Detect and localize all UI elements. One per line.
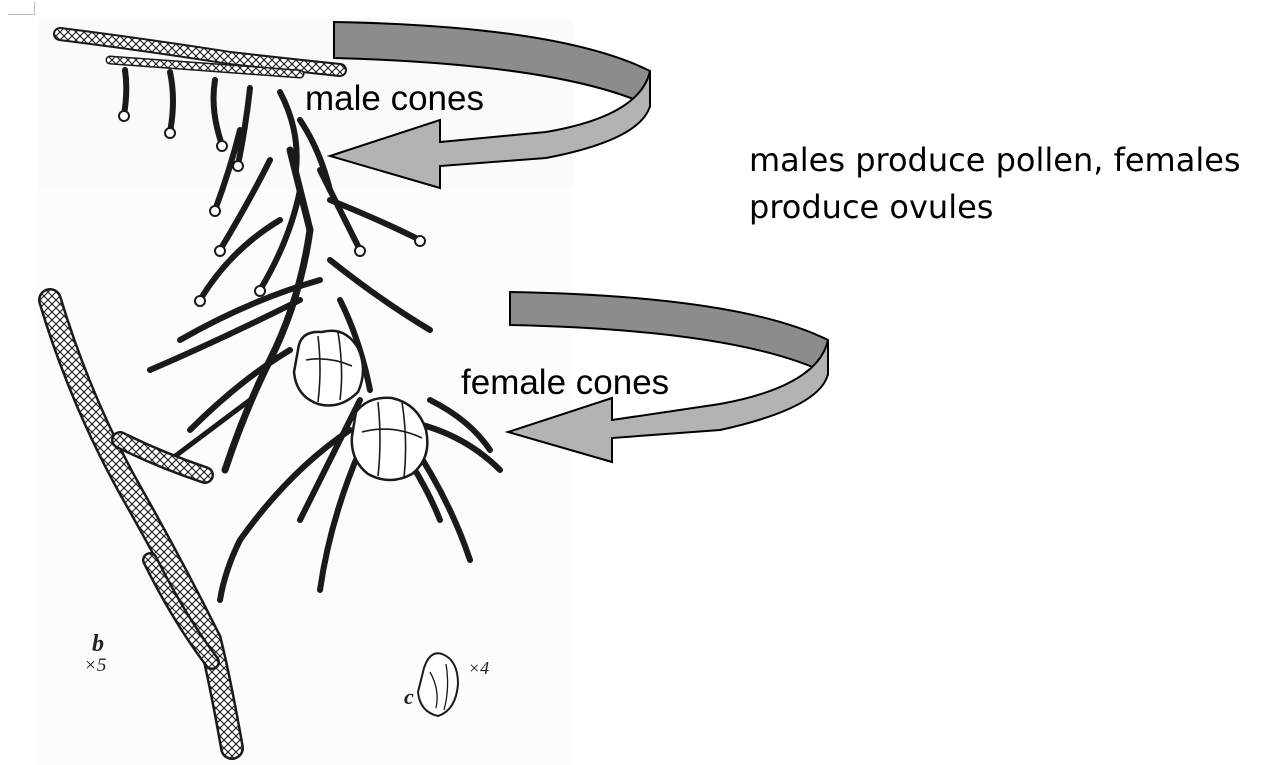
detail-c-scale: ×4 [468,659,489,677]
detail-b-scale: ×5 [84,656,106,675]
detail-c-letter: c [404,686,414,708]
detail-b-letter: b [92,632,104,656]
male-cones-label: male cones [305,81,484,116]
female-cone-lower [352,398,428,480]
female-cone-upper [294,331,363,406]
reproduction-annotation: males produce pollen, females produce ov… [749,137,1279,231]
female-cones-label: female cones [461,365,669,400]
